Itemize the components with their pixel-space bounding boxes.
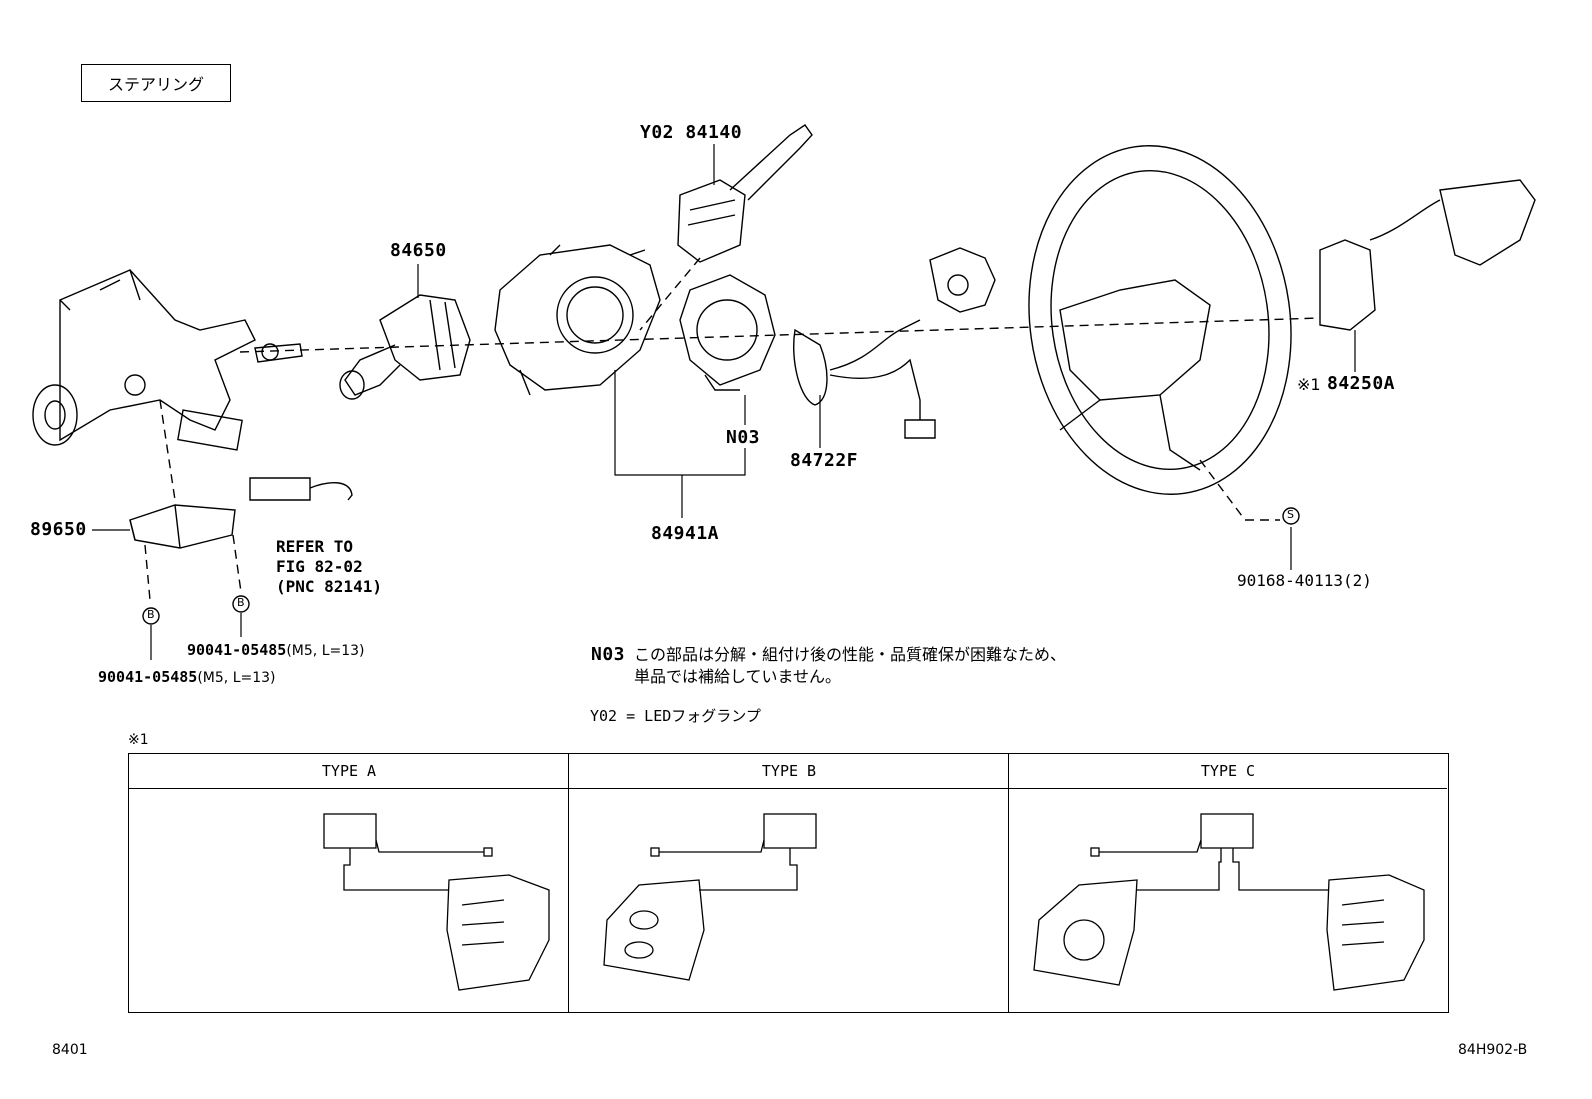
bolt-callout-circle-2 xyxy=(233,596,249,612)
type-a-drawing xyxy=(323,813,550,991)
leader-lines xyxy=(92,144,1355,660)
type-variants-drawing xyxy=(323,813,1425,991)
part-label-84650: 84650 xyxy=(390,240,447,261)
type-table: TYPE A TYPE B TYPE C xyxy=(128,753,1449,1013)
bolt-callout-b-1: B xyxy=(147,608,155,621)
spiral-cable-drawing xyxy=(495,245,660,395)
part-label-84941a: 84941A xyxy=(651,523,720,544)
type-a-header: TYPE A xyxy=(129,754,569,789)
part-label-89650: 89650 xyxy=(30,519,87,540)
steering-column-drawing xyxy=(33,270,302,450)
bolt-callout-circle-1 xyxy=(143,608,159,624)
paddle-harness-drawing xyxy=(794,248,995,438)
refer-line-3: (PNC 82141) xyxy=(276,577,382,596)
note-n03-line-2: 単品では補給していません。 xyxy=(634,667,842,686)
footer-page-code: 8401 xyxy=(52,1042,88,1058)
note-n03-code: N03 xyxy=(591,644,626,665)
steering-wheel-drawing xyxy=(1007,129,1313,512)
part-label-84140: Y02 84140 xyxy=(640,122,743,143)
wiper-switch-drawing xyxy=(678,125,812,262)
note-y02: Y02 = LEDフォグランプ xyxy=(590,707,761,725)
footer-figure-code: 84H902-B xyxy=(1458,1042,1528,1058)
bolt-label-upper: 90041-05485(M5, L=13) xyxy=(187,640,365,660)
note-mark-1: ※1 xyxy=(128,732,149,748)
type-divider-1 xyxy=(568,754,569,1012)
ecu-module-drawing xyxy=(130,505,235,548)
type-c-drawing xyxy=(1033,813,1425,991)
bolt-label-lower: 90041-05485(M5, L=13) xyxy=(98,667,276,687)
part-label-84250a: 84250A xyxy=(1327,373,1396,394)
part-label-84722f: 84722F xyxy=(790,450,859,471)
type-c-header: TYPE C xyxy=(1009,754,1447,789)
type-divider-2 xyxy=(1008,754,1009,1012)
note-n03-line-1: この部品は分解・組付け後の性能・品質確保が困難なため、 xyxy=(634,645,1067,664)
refer-line-2: FIG 82-02 xyxy=(276,557,363,576)
bolt-spec-lower: (M5, L=13) xyxy=(197,670,276,686)
part-label-n03: N03 xyxy=(726,427,761,448)
assembly-axis-line xyxy=(145,258,1320,600)
airbag-clock-spring-drawing xyxy=(680,275,775,390)
turn-signal-switch-drawing xyxy=(340,295,470,399)
type-b-drawing xyxy=(603,813,817,981)
screw-callout-circle xyxy=(1283,508,1299,524)
refer-note: REFER TO FIG 82-02 (PNC 82141) xyxy=(276,537,382,597)
type-b-header: TYPE B xyxy=(569,754,1009,789)
bolt-number-lower: 90041-05485 xyxy=(98,668,198,686)
part-label-84250a-mark: ※1 xyxy=(1297,375,1321,394)
refer-line-1: REFER TO xyxy=(276,537,354,556)
bolt-number-upper: 90041-05485 xyxy=(187,641,287,659)
part-label-90168: 90168-40113(2) xyxy=(1237,571,1372,590)
screw-callout-s: S xyxy=(1287,508,1294,521)
bolt-spec-upper: (M5, L=13) xyxy=(286,643,365,659)
page-title: ステアリング xyxy=(81,64,231,102)
connector-drawing xyxy=(250,478,352,500)
bolt-callout-b-2: B xyxy=(237,596,245,609)
steering-switch-drawing xyxy=(1320,180,1535,330)
